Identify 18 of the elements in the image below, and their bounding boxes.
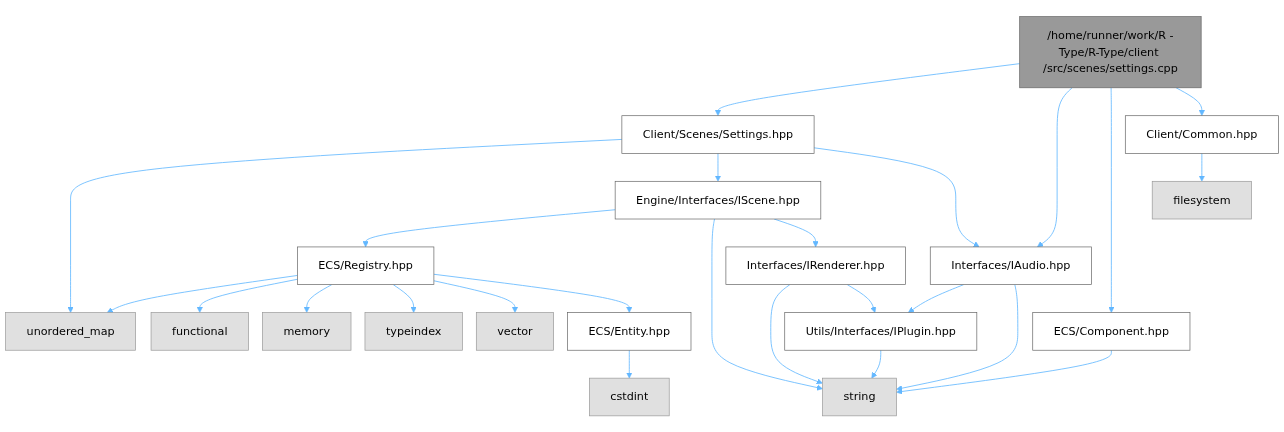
node-box: ECS/Entity.hpp xyxy=(567,311,692,351)
node-box: Interfaces/IRenderer.hpp xyxy=(725,246,906,285)
node-box: filesystem xyxy=(1151,180,1252,220)
node-box: unordered_map xyxy=(5,311,136,351)
node-box: string xyxy=(822,377,897,416)
node-box: memory xyxy=(262,311,352,351)
node-box: vector xyxy=(475,311,554,351)
node-box: Client/Common.hpp xyxy=(1124,115,1279,154)
node-box: ECS/Registry.hpp xyxy=(297,246,435,285)
node-box: Client/Scenes/Settings.hpp xyxy=(621,115,815,154)
node-box: /home/runner/work/R -Type/R-Type/client /src/scenes/settings.cpp xyxy=(1019,16,1202,88)
node-box: Utils/Interfaces/IPlugin.hpp xyxy=(784,311,978,351)
node-box: ECS/Component.hpp xyxy=(1032,311,1191,351)
node-box: typeindex xyxy=(364,311,463,351)
node-box: functional xyxy=(150,311,249,351)
node-box: Interfaces/IAudio.hpp xyxy=(929,246,1092,285)
node-box: Engine/Interfaces/IScene.hpp xyxy=(614,180,822,220)
node-box: cstdint xyxy=(589,377,670,416)
